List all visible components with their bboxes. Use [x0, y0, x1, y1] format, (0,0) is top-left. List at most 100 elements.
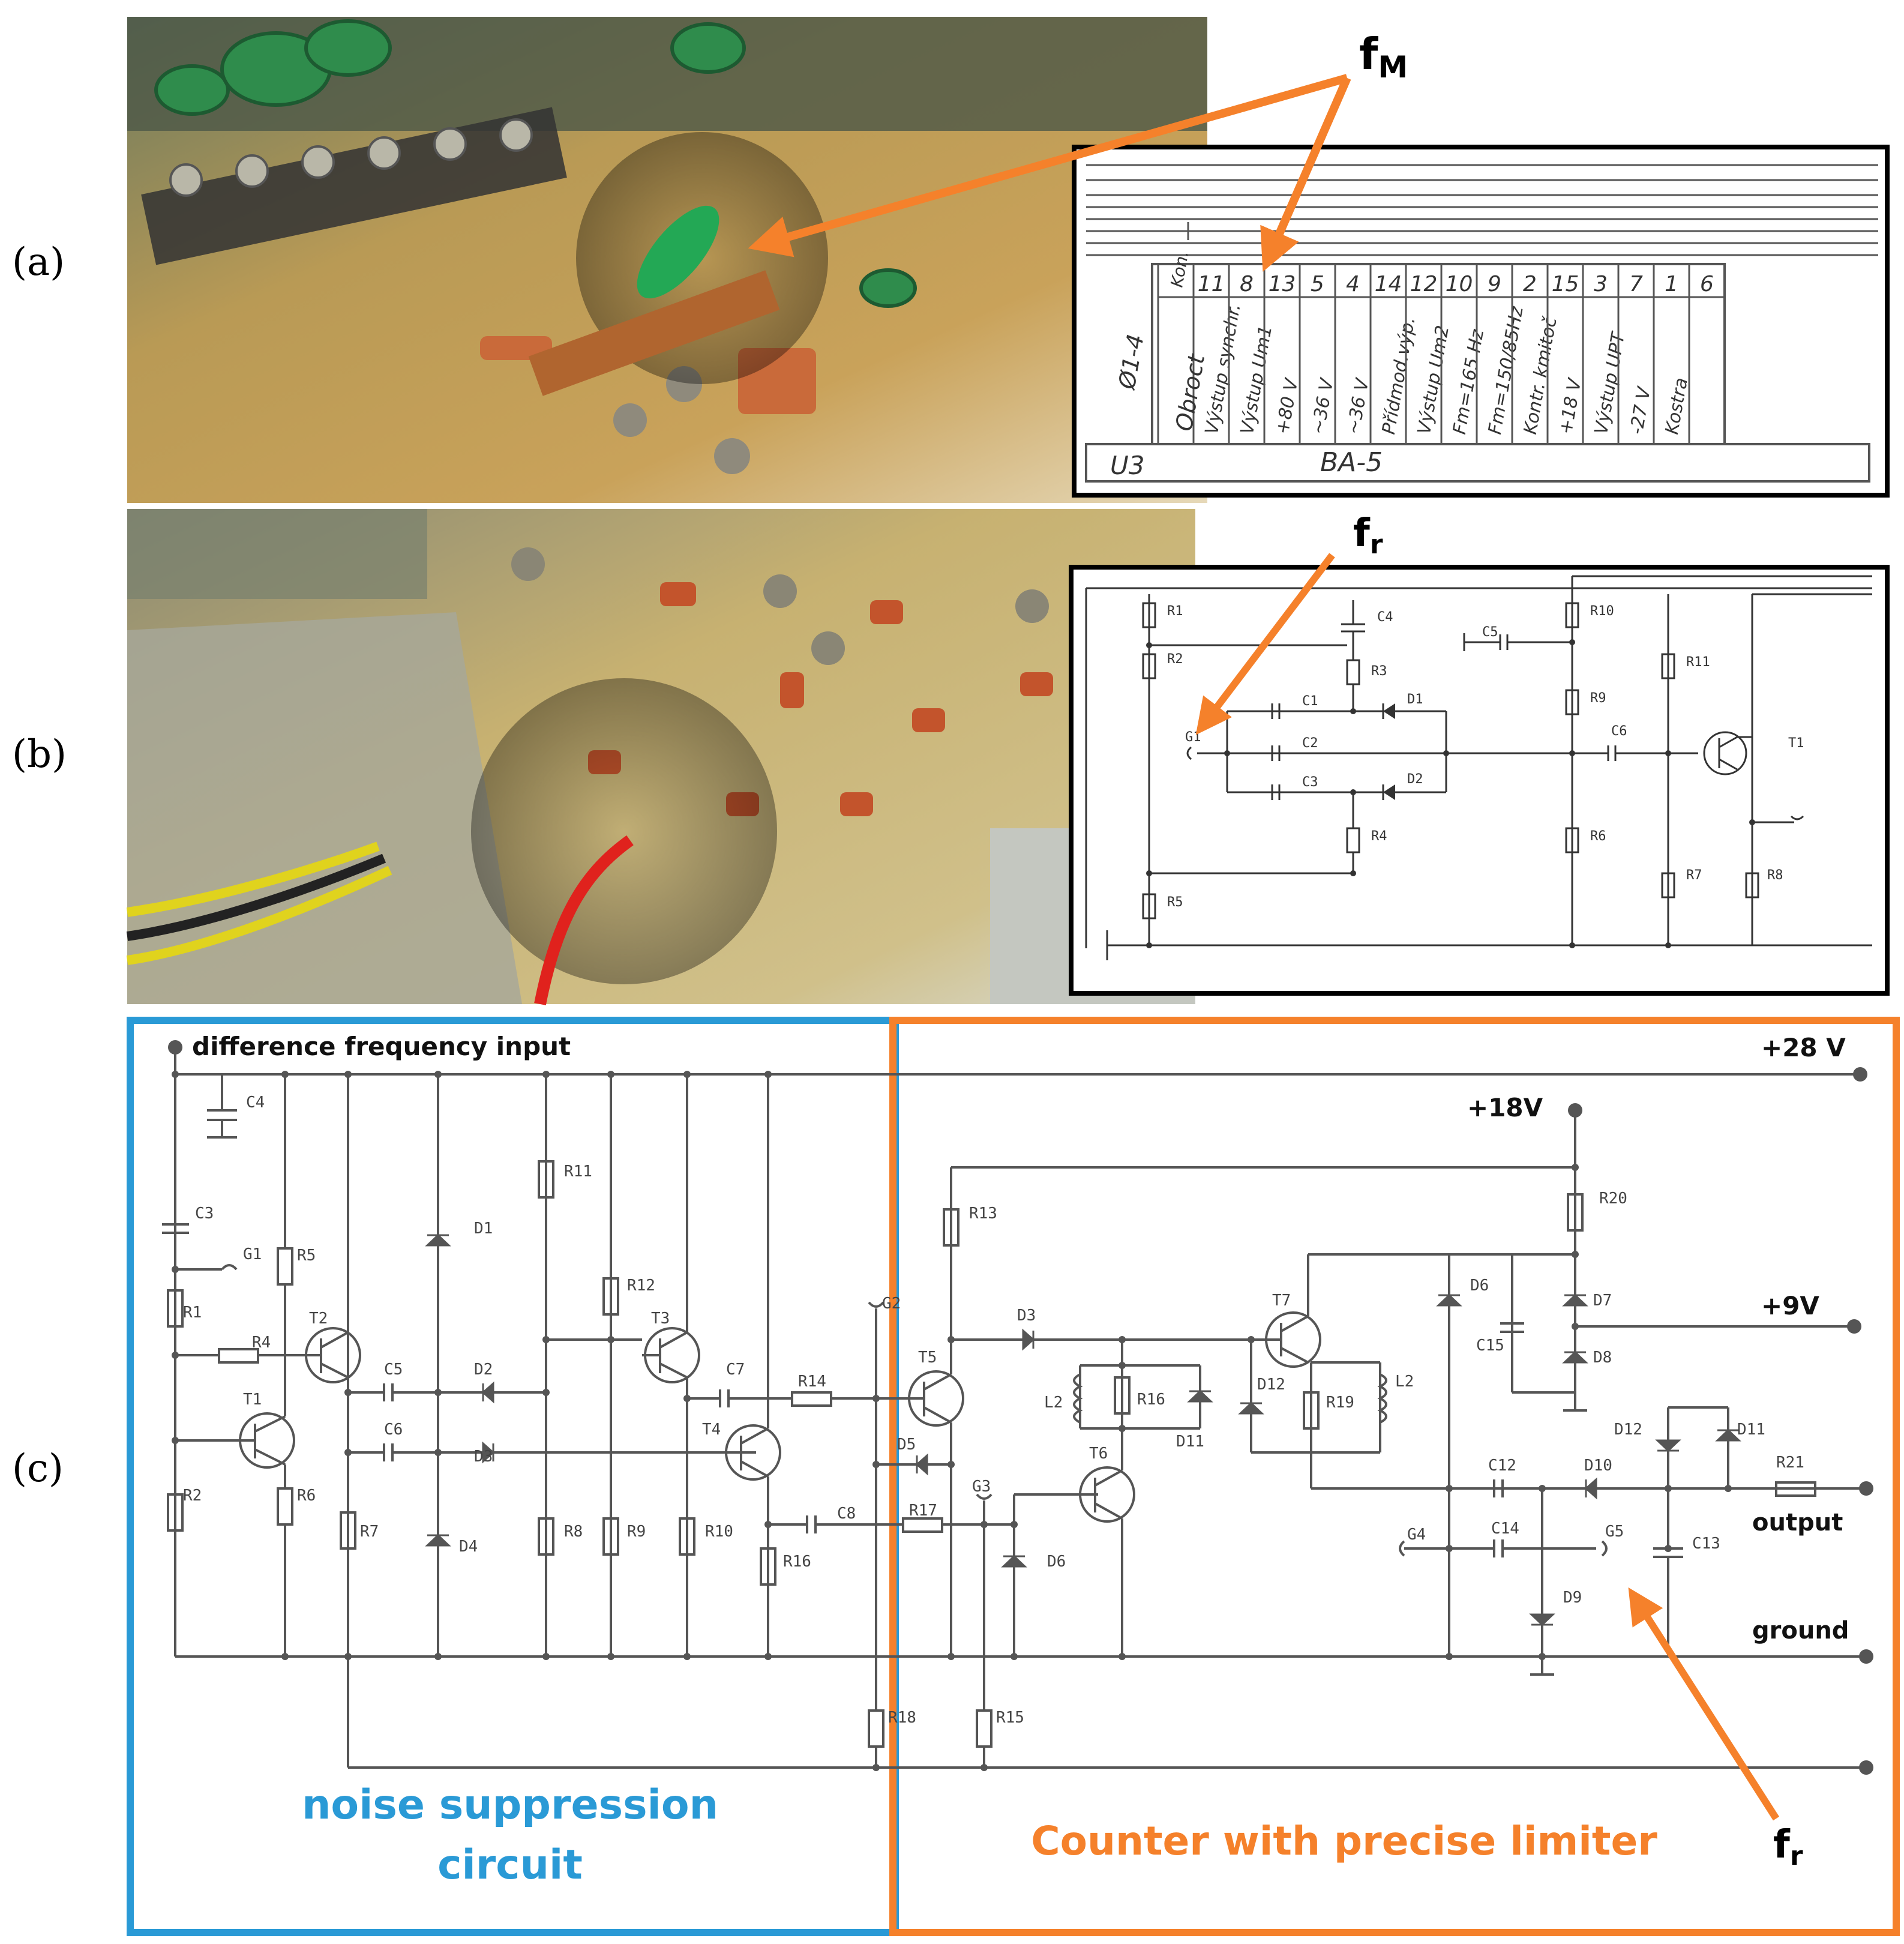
- component-label-d8: D8: [1593, 1349, 1612, 1367]
- svg-text:fr: fr: [1773, 1823, 1803, 1871]
- component-label-d12: D12: [1257, 1376, 1285, 1394]
- component-label-r14: R14: [798, 1373, 826, 1391]
- photo-b: [126, 509, 1195, 1005]
- callout-fM-sub: M: [1378, 50, 1408, 85]
- ground-label: ground: [1752, 1617, 1849, 1645]
- table-pin-2: 2: [1523, 272, 1537, 296]
- component-label-c3: C3: [1302, 775, 1318, 790]
- component-label-r4: R4: [252, 1334, 271, 1352]
- component-label-c3: C3: [195, 1205, 214, 1223]
- component-label-r2: R2: [183, 1487, 202, 1505]
- component-label-r17: R17: [909, 1502, 937, 1520]
- rail-28v-label: +28 V: [1761, 1033, 1846, 1062]
- table-pin-10: 10: [1446, 272, 1473, 296]
- component-label-d6: D6: [1047, 1553, 1066, 1571]
- callout-fM: fM: [748, 29, 1408, 272]
- component-label-r5: R5: [297, 1247, 316, 1265]
- counter-limiter-label: Counter with precise limiter: [1031, 1818, 1657, 1864]
- table-pin-7: 7: [1629, 272, 1643, 296]
- table-pin-12: 12: [1410, 272, 1438, 296]
- table-pin-4: 4: [1346, 272, 1360, 296]
- component-label-r19: R19: [1326, 1394, 1354, 1412]
- table-pin-14: 14: [1375, 272, 1402, 296]
- panel-label-b: (b): [12, 732, 67, 777]
- component-label-d3: D3: [474, 1448, 493, 1466]
- component-label-r7: R7: [1686, 868, 1702, 883]
- svg-text:fM: fM: [1359, 29, 1408, 85]
- component-label-c6: C6: [1611, 724, 1627, 739]
- component-label-t7: T7: [1272, 1292, 1291, 1310]
- component-label-r2: R2: [1167, 652, 1183, 667]
- component-label-c4: C4: [246, 1094, 265, 1112]
- component-label-r18: R18: [888, 1709, 916, 1727]
- schematic-c: C4C3G1R1R5T2R4T1R2R6R7C5C6D1D2D3D4R11R12…: [127, 1017, 1900, 1936]
- component-label-r9: R9: [627, 1523, 646, 1541]
- callout-fr-c-main: f: [1773, 1823, 1791, 1867]
- callout-fr-c-sub: r: [1790, 1841, 1803, 1871]
- component-label-d1: D1: [1407, 692, 1423, 707]
- component-label-r16: R16: [783, 1553, 811, 1571]
- component-label-r4: R4: [1371, 829, 1387, 844]
- counter-limiter-box: [889, 1017, 1900, 1936]
- component-label-d12: D12: [1614, 1421, 1642, 1439]
- component-label-l2: L2: [1044, 1394, 1063, 1412]
- callout-fr-sub: r: [1370, 529, 1383, 560]
- component-label-g3: G3: [972, 1478, 991, 1496]
- component-label-r6: R6: [297, 1487, 316, 1505]
- component-label-g5: G5: [1605, 1523, 1624, 1541]
- component-label-d5: D5: [897, 1436, 916, 1454]
- component-label-r11: R11: [564, 1163, 592, 1181]
- component-label-d9: D9: [1563, 1589, 1582, 1607]
- component-label-d2: D2: [1407, 772, 1423, 787]
- component-label-r8: R8: [564, 1523, 583, 1541]
- component-label-c1: C1: [1302, 694, 1318, 709]
- component-label-d11: D11: [1176, 1433, 1204, 1451]
- component-label-r5: R5: [1167, 895, 1183, 910]
- table-pin-6: 6: [1700, 272, 1714, 296]
- component-label-d10: D10: [1584, 1457, 1612, 1475]
- component-label-l2: L2: [1395, 1373, 1414, 1391]
- svg-text:fr: fr: [1353, 511, 1383, 560]
- component-label-c5: C5: [384, 1361, 403, 1379]
- component-label-c4: C4: [1377, 610, 1393, 625]
- component-label-t6: T6: [1089, 1445, 1108, 1463]
- component-label-r6: R6: [1590, 829, 1606, 844]
- component-label-t4: T4: [702, 1421, 721, 1439]
- component-label-r10: R10: [1590, 604, 1614, 619]
- table-pin-15: 15: [1552, 272, 1579, 296]
- callout-fr-b: fr: [1195, 511, 1383, 735]
- panel-label-c: (c): [12, 1446, 64, 1491]
- component-label-r1: R1: [1167, 604, 1183, 619]
- table-pin-13: 13: [1269, 272, 1296, 296]
- noise-suppression-label-2: circuit: [437, 1841, 583, 1889]
- component-label-r8: R8: [1767, 868, 1783, 883]
- component-label-t1: T1: [243, 1391, 262, 1409]
- component-label-r13: R13: [969, 1205, 997, 1223]
- component-label-c8: C8: [837, 1505, 856, 1523]
- table-footer-center: BA-5: [1320, 447, 1383, 478]
- component-label-r21: R21: [1776, 1454, 1804, 1472]
- component-label-d1: D1: [474, 1220, 493, 1238]
- component-label-c7: C7: [726, 1361, 745, 1379]
- table-pin-3: 3: [1594, 272, 1608, 296]
- panel-label-a: (a): [12, 240, 65, 284]
- table-pin-11: 11: [1198, 272, 1225, 296]
- rail-9v-label: +9V: [1761, 1291, 1819, 1320]
- component-label-t2: T2: [309, 1310, 328, 1328]
- component-label-r3: R3: [1371, 664, 1387, 679]
- table-pin-1: 1: [1665, 272, 1678, 296]
- component-label-d7: D7: [1593, 1292, 1612, 1310]
- component-label-r1: R1: [183, 1304, 202, 1322]
- callout-fr-c: fr: [1628, 1587, 1803, 1871]
- noise-suppression-label-1: noise suppression: [302, 1781, 718, 1829]
- component-label-d4: D4: [459, 1538, 478, 1556]
- component-label-c6: C6: [384, 1421, 403, 1439]
- component-label-t3: T3: [651, 1310, 670, 1328]
- component-label-r11: R11: [1686, 655, 1710, 670]
- component-label-c5: C5: [1482, 625, 1498, 640]
- component-label-r12: R12: [627, 1277, 655, 1295]
- component-label-c14: C14: [1491, 1520, 1519, 1538]
- component-label-d11: D11: [1737, 1421, 1765, 1439]
- component-label-r10: R10: [705, 1523, 733, 1541]
